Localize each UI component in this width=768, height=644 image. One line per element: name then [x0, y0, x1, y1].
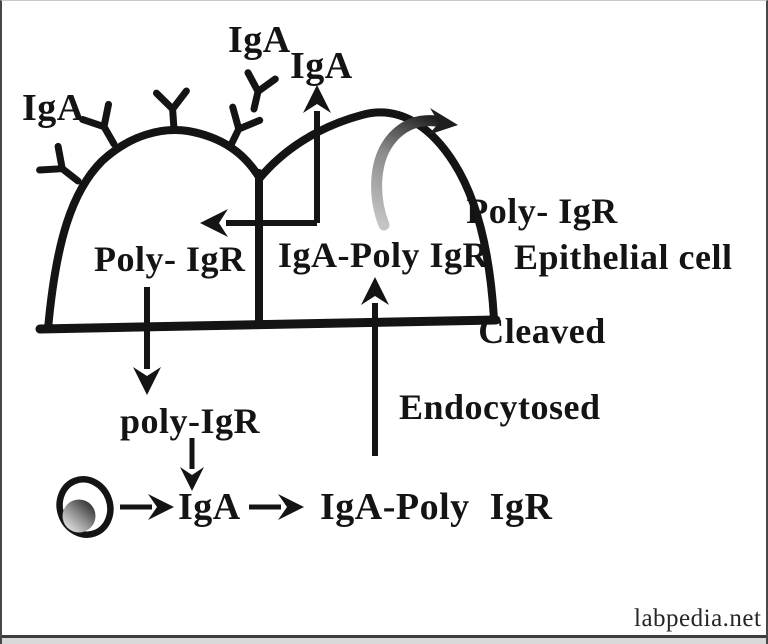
iga-antibody-icon — [79, 100, 118, 148]
label-iga-released-1: IgA — [228, 19, 291, 61]
label-poly-igr-membrane: Poly- IgR — [94, 239, 246, 279]
label-poly-igr-cleaved-line1: Poly- IgR — [466, 191, 618, 231]
iga-antibody-icon — [152, 87, 190, 133]
label-poly-igr-basolateral: poly-IgR — [120, 401, 261, 441]
iga-antibody-icon — [226, 103, 264, 151]
label-iga-poly-igr-complex: IgA-Poly IgR — [278, 235, 489, 275]
label-iga-bottom: IgA — [178, 486, 241, 528]
label-iga-poly-igr-bottom: IgA-Poly IgR — [320, 486, 553, 528]
cleave-arrow — [371, 108, 458, 231]
endocytosis-arrow — [361, 277, 389, 456]
label-iga-surface: IgA — [22, 87, 85, 129]
bottom-border-strip — [2, 635, 766, 644]
plasma-cell-icon — [56, 476, 114, 538]
iga-antibody-icon — [36, 142, 82, 185]
left-epithelial-dome-outline — [44, 126, 263, 333]
poly-igr-to-iga-arrow — [180, 438, 204, 491]
plasma-to-iga-arrow — [120, 494, 174, 520]
poly-igr-down-arrow — [133, 287, 161, 395]
iga-antibody-free-icon — [244, 69, 279, 113]
iga-secretion-arrow — [303, 85, 331, 223]
label-endocytosed: Endocytosed — [399, 387, 601, 427]
poly-igr-recycle-arrow — [200, 209, 317, 237]
watermark-text: labpedia.net — [634, 605, 762, 632]
label-plasma-cell: Plasma cell — [57, 549, 172, 644]
label-poly-igr-cleaved-line2: Cleaved — [478, 311, 606, 351]
label-epithelial-cell: Epithelial cell — [514, 237, 733, 277]
basement-membrane-line — [35, 315, 501, 334]
label-iga-released-2: IgA — [290, 45, 353, 87]
label-poly-igr-cleaved: Poly- IgR Cleaved — [462, 111, 622, 431]
iga-to-complex-arrow — [249, 494, 304, 520]
